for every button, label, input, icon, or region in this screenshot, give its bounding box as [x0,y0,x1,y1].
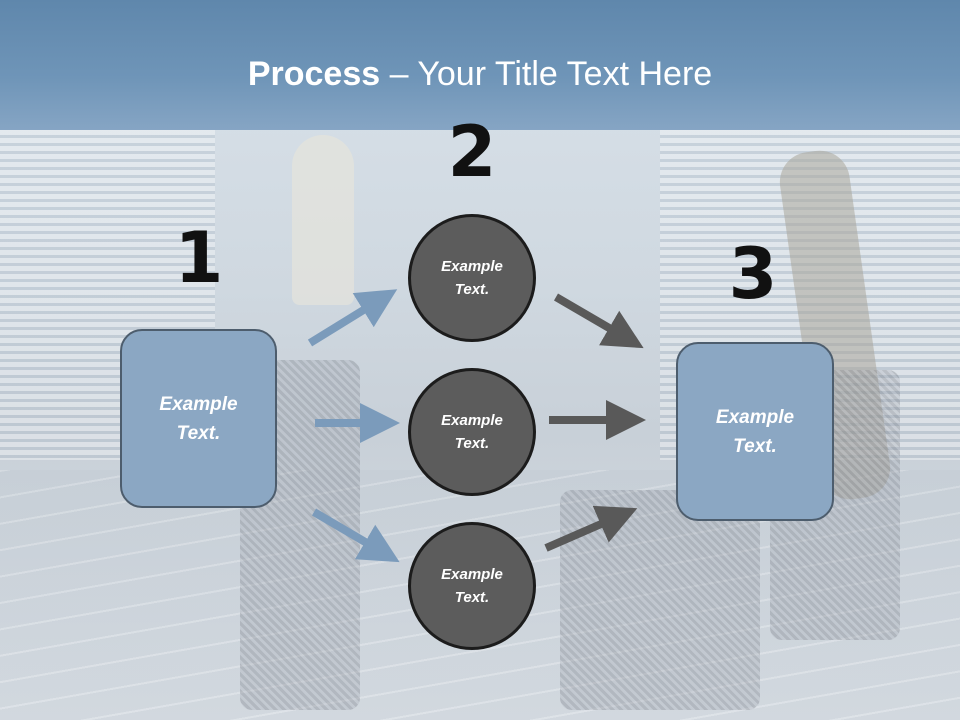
step-number-1: 1 [174,217,224,299]
step-3-box: Example Text. [676,342,834,521]
title-rest: – Your Title Text Here [380,55,713,93]
title-band [0,0,960,130]
statue [292,135,354,305]
step-2-node-bottom: Example Text. [408,522,536,650]
step-1-box: Example Text. [120,329,277,508]
step-number-3: 3 [728,233,778,315]
title-bold: Process [247,55,381,93]
step-2-node-middle: Example Text. [408,368,536,496]
arrow-1-to-2-top [307,289,398,347]
step-2-node-top: Example Text. [408,214,536,342]
slide-title: Process – Your Title Text Here [0,52,960,96]
arrow-1-to-2-bottom [311,508,400,563]
arrow-2-top-to-3 [553,293,644,349]
arrow-2-bottom-to-3 [544,505,638,552]
step-number-2: 2 [447,111,497,193]
